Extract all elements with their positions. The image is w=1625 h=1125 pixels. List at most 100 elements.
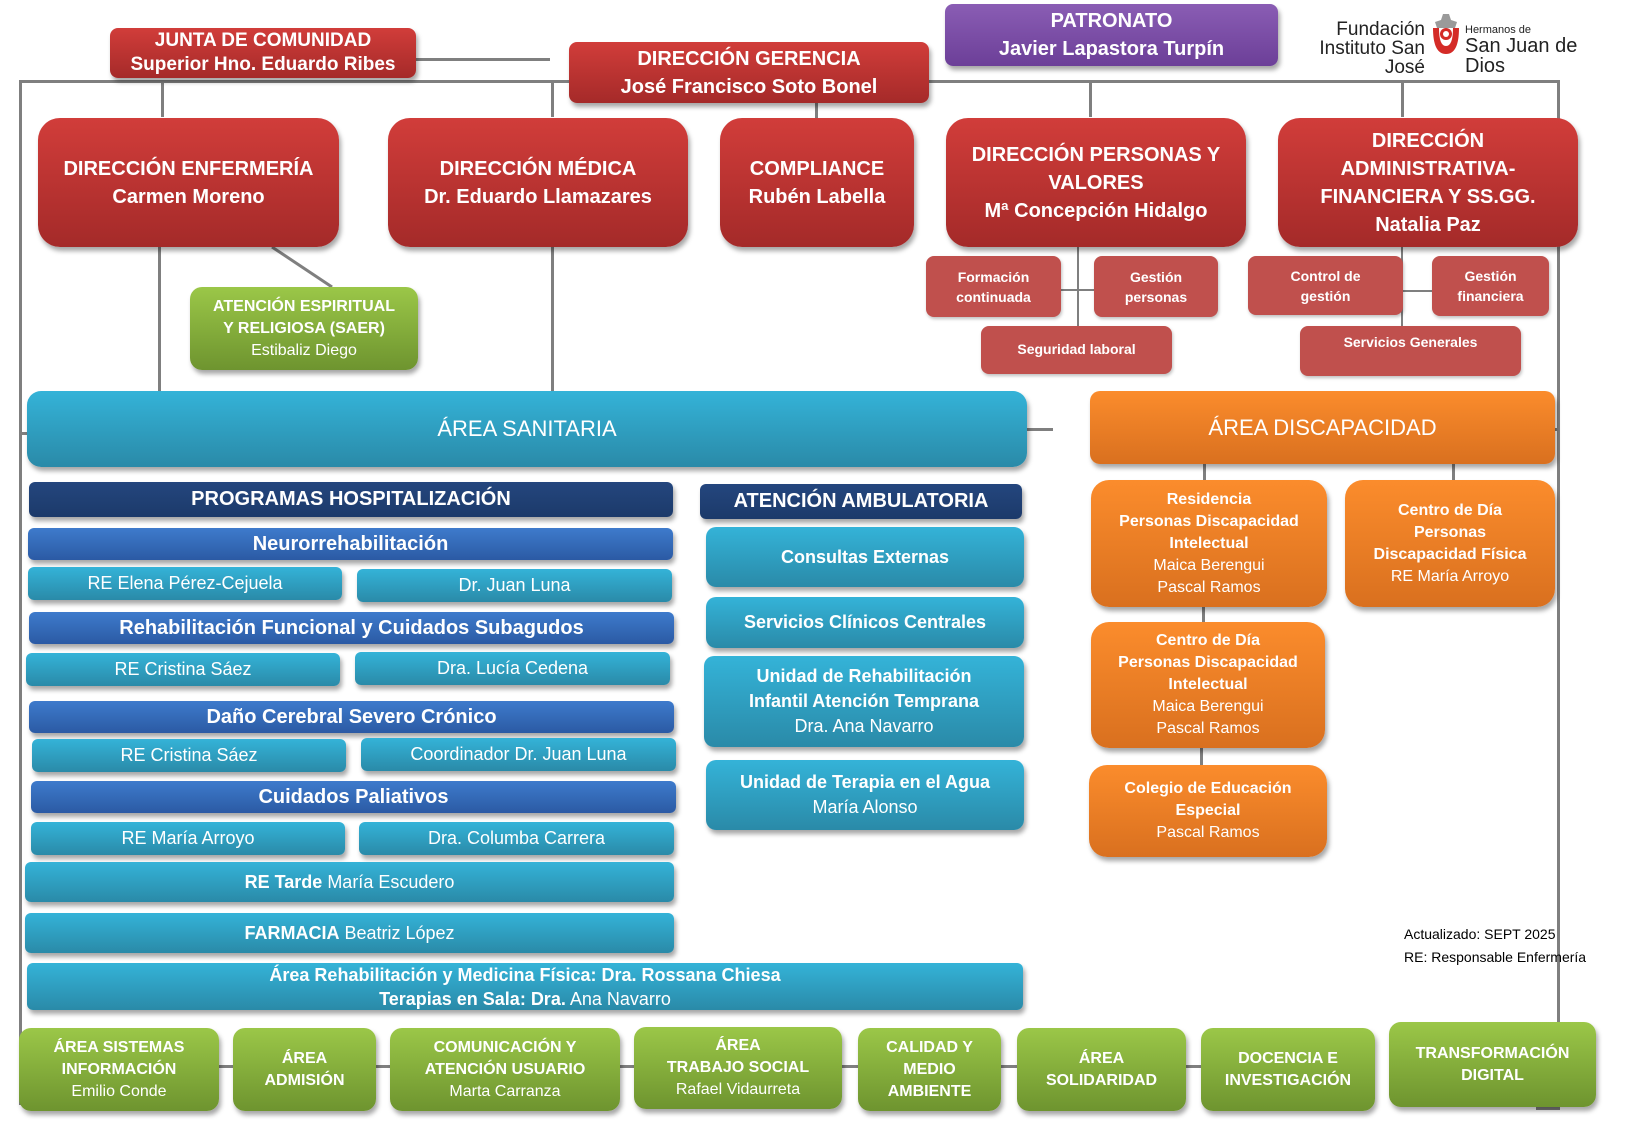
saer-title: Y RELIGIOSA (SAER) <box>223 319 385 337</box>
re-tarde-box[interactable]: RE Tarde María Escudero <box>25 862 674 902</box>
area-trabajo-social-box[interactable]: ÁREA TRABAJO SOCIAL Rafael Vidaurreta <box>634 1027 842 1109</box>
program-dano-cerebral[interactable]: Daño Cerebral Severo Crónico <box>29 701 674 733</box>
connector-diagonal <box>271 246 333 288</box>
direccion-enfermeria-box[interactable]: DIRECCIÓN ENFERMERÍA Carmen Moreno <box>38 118 339 247</box>
connector-line <box>1452 464 1455 482</box>
farmacia-label: FARMACIA <box>244 922 340 943</box>
gestion-personas-box[interactable]: Gestión personas <box>1094 256 1218 317</box>
unidad-terapia-agua-box[interactable]: Unidad de Terapia en el Agua María Alons… <box>706 760 1024 830</box>
program-contact-right[interactable]: Dra. Columba Carrera <box>359 822 674 855</box>
farmacia-name: Beatriz López <box>344 922 455 943</box>
connector-line <box>1536 1107 1560 1110</box>
direccion-medica-box[interactable]: DIRECCIÓN MÉDICA Dr. Eduardo Llamazares <box>388 118 688 247</box>
area-rehabilitacion-box[interactable]: Área Rehabilitación y Medicina Física: D… <box>27 963 1023 1010</box>
program-cuidados-paliativos[interactable]: Cuidados Paliativos <box>31 781 676 813</box>
consultas-externas-box[interactable]: Consultas Externas <box>706 527 1024 587</box>
seguridad-laboral-box[interactable]: Seguridad laboral <box>981 326 1172 374</box>
centro-dia-discapacidad-fisica-box[interactable]: Centro de Día Personas Discapacidad Físi… <box>1345 480 1555 607</box>
direction-title: DIRECCIÓN PERSONAS Y <box>971 143 1221 166</box>
logo: Fundación Instituto San José Hermanos de… <box>1283 14 1603 77</box>
direction-name: Dr. Eduardo Llamazares <box>424 185 652 208</box>
direction-title: FINANCIERA Y SS.GG. <box>1320 185 1536 208</box>
servicios-generales-box[interactable]: Servicios Generales <box>1300 326 1521 376</box>
direction-name: Rubén Labella <box>748 185 886 208</box>
gerencia-title: DIRECCIÓN GERENCIA <box>637 47 861 70</box>
connector-line <box>415 58 550 61</box>
program-rehabilitacion-funcional[interactable]: Rehabilitación Funcional y Cuidados Suba… <box>29 612 674 644</box>
program-contact-right[interactable]: Dr. Juan Luna <box>357 569 672 602</box>
control-gestion-box[interactable]: Control de gestión <box>1248 256 1403 315</box>
compliance-box[interactable]: COMPLIANCE Rubén Labella <box>720 118 914 247</box>
patronato-box[interactable]: PATRONATO Javier Lapastora Turpín <box>945 4 1278 66</box>
connector-line <box>1077 246 1079 356</box>
logo-text-right: Hermanos de San Juan de Dios <box>1465 24 1578 77</box>
saer-box[interactable]: ATENCIÓN ESPIRITUAL Y RELIGIOSA (SAER) E… <box>190 287 418 370</box>
direction-title: DIRECCIÓN ENFERMERÍA <box>63 157 314 180</box>
junta-name: Superior Hno. Eduardo Ribes <box>130 54 396 75</box>
unidad-rehabilitacion-infantil-box[interactable]: Unidad de Rehabilitación Infantil Atenci… <box>704 656 1024 747</box>
rehab-area-line1: Área Rehabilitación y Medicina Física: D… <box>269 964 781 985</box>
direccion-gerencia-box[interactable]: DIRECCIÓN GERENCIA José Francisco Soto B… <box>569 42 929 103</box>
direction-title: COMPLIANCE <box>749 157 885 180</box>
colegio-educacion-especial-box[interactable]: Colegio de Educación Especial Pascal Ram… <box>1089 765 1327 857</box>
calidad-medio-ambiente-box[interactable]: CALIDAD Y MEDIO AMBIENTE <box>858 1028 1001 1111</box>
residencia-discapacidad-intelectual-box[interactable]: Residencia Personas Discapacidad Intelec… <box>1091 480 1327 607</box>
programas-hospitalizacion-header[interactable]: PROGRAMAS HOSPITALIZACIÓN <box>29 482 673 517</box>
program-contact-left[interactable]: RE Cristina Sáez <box>26 653 340 686</box>
program-neurorrehabilitacion[interactable]: Neurorrehabilitación <box>28 528 673 560</box>
terapias-sala-name: Ana Navarro <box>569 988 671 1009</box>
direction-name: Natalia Paz <box>1375 213 1481 236</box>
direction-title: VALORES <box>1048 171 1144 194</box>
direccion-personas-valores-box[interactable]: DIRECCIÓN PERSONAS Y VALORES Mª Concepci… <box>946 118 1246 247</box>
centro-dia-discapacidad-intelectual-box[interactable]: Centro de Día Personas Discapacidad Inte… <box>1091 622 1325 748</box>
gestion-financiera-box[interactable]: Gestión financiera <box>1432 256 1549 316</box>
connector-line <box>1089 82 1092 117</box>
direccion-administrativa-box[interactable]: DIRECCIÓN ADMINISTRATIVA- FINANCIERA Y S… <box>1278 118 1578 247</box>
area-sistemas-informacion-box[interactable]: ÁREA SISTEMAS INFORMACIÓN Emilio Conde <box>19 1028 219 1111</box>
direction-name: Mª Concepción Hidalgo <box>984 199 1208 222</box>
connector-line <box>1058 289 1098 291</box>
connector-line <box>19 432 29 435</box>
area-admision-box[interactable]: ÁREA ADMISIÓN <box>233 1028 376 1111</box>
connector-line <box>1383 290 1433 292</box>
program-contact-right[interactable]: Dra. Lucía Cedena <box>355 652 670 685</box>
comunicacion-atencion-usuario-box[interactable]: COMUNICACIÓN Y ATENCIÓN USUARIO Marta Ca… <box>390 1028 620 1111</box>
re-tarde-name: María Escudero <box>327 871 455 892</box>
direction-title: ADMINISTRATIVA- <box>1340 157 1516 180</box>
connector-line <box>1203 464 1206 482</box>
updated-date: Actualizado: SEPT 2025 <box>1404 926 1556 942</box>
docencia-investigacion-box[interactable]: DOCENCIA E INVESTIGACIÓN <box>1201 1028 1375 1111</box>
terapias-sala-label: Terapias en Sala: Dra. <box>379 988 566 1009</box>
connector-line <box>1200 748 1203 768</box>
connector-line <box>1557 80 1560 1110</box>
program-contact-left[interactable]: RE Cristina Sáez <box>32 739 346 772</box>
program-contact-right[interactable]: Coordinador Dr. Juan Luna <box>361 738 676 771</box>
legend: Actualizado: SEPT 2025 RE: Responsable E… <box>1404 923 1586 969</box>
hermanos-logo-icon <box>1433 14 1459 54</box>
saer-title: ATENCIÓN ESPIRITUAL <box>213 297 395 315</box>
program-contact-left[interactable]: RE María Arroyo <box>31 822 345 855</box>
direction-title: DIRECCIÓN MÉDICA <box>439 157 637 180</box>
logo-text-left: Fundación Instituto San José <box>1319 19 1425 78</box>
connector-line <box>1202 606 1205 624</box>
servicios-clinicos-box[interactable]: Servicios Clínicos Centrales <box>706 597 1024 648</box>
connector-line <box>158 246 161 391</box>
connector-line <box>1401 82 1404 117</box>
connector-line <box>551 82 554 117</box>
connector-line <box>19 80 22 1105</box>
gerencia-name: José Francisco Soto Bonel <box>620 75 878 98</box>
direction-title: DIRECCIÓN <box>1371 129 1485 152</box>
re-abbreviation-note: RE: Responsable Enfermería <box>1404 949 1587 965</box>
atencion-ambulatoria-header[interactable]: ATENCIÓN AMBULATORIA <box>700 484 1022 519</box>
transformacion-digital-box[interactable]: TRANSFORMACIÓN DIGITAL <box>1389 1022 1596 1107</box>
connector-line <box>551 246 554 391</box>
farmacia-box[interactable]: FARMACIA Beatriz López <box>25 913 674 953</box>
direction-name: Carmen Moreno <box>112 185 265 208</box>
area-sanitaria-header[interactable]: ÁREA SANITARIA <box>27 391 1027 467</box>
program-contact-left[interactable]: RE Elena Pérez-Cejuela <box>28 567 342 600</box>
area-discapacidad-header[interactable]: ÁREA DISCAPACIDAD <box>1090 391 1555 464</box>
area-solidaridad-box[interactable]: ÁREA SOLIDARIDAD <box>1017 1028 1186 1111</box>
formacion-continuada-box[interactable]: Formación continuada <box>926 256 1061 317</box>
saer-name: Estibaliz Diego <box>251 341 357 359</box>
junta-comunidad-box[interactable]: JUNTA DE COMUNIDAD Superior Hno. Eduardo… <box>110 28 416 78</box>
